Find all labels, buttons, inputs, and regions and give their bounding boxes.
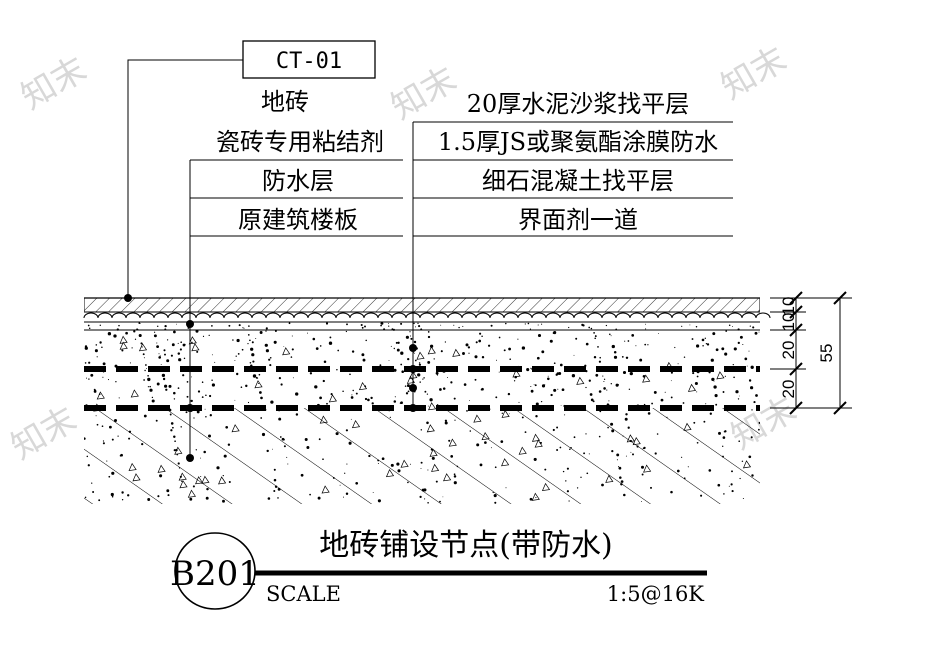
left-layer-label: 瓷砖专用粘结剂 bbox=[216, 128, 384, 156]
material-tag: CT-01 bbox=[124, 40, 376, 302]
dim-tile: 10 bbox=[779, 297, 798, 316]
floor-section bbox=[83, 297, 771, 504]
tag-label: CT-01 bbox=[276, 49, 342, 74]
title-block: B201 地砖铺设节点(带防水) SCALE 1:5@16K bbox=[170, 528, 707, 610]
dimension-chain: 10 10 20 20 55 bbox=[770, 291, 852, 415]
scale-label: SCALE bbox=[266, 582, 341, 606]
dim-layer-b: 20 bbox=[779, 380, 798, 399]
left-layer-label: 原建筑楼板 bbox=[238, 206, 358, 234]
watermark: 知末 bbox=[385, 59, 464, 128]
right-layer-label: 界面剂一道 bbox=[518, 206, 638, 234]
tag-box bbox=[242, 40, 376, 79]
watermark: 知末 bbox=[15, 49, 94, 118]
dim-adhesive: 10 bbox=[779, 313, 798, 332]
watermark: 知末 bbox=[5, 399, 84, 468]
right-layer-label: 1.5厚JS或聚氨酯涂膜防水 bbox=[438, 128, 718, 156]
right-callout: 20厚水泥沙浆找平层 1.5厚JS或聚氨酯涂膜防水 细石混凝土找平层 界面剂一道 bbox=[409, 90, 733, 412]
scale-value: 1:5@16K bbox=[607, 582, 705, 606]
watermark: 知末 bbox=[715, 39, 794, 108]
dim-total: 55 bbox=[817, 344, 836, 363]
adhesive-layer bbox=[83, 312, 771, 319]
tile-layer bbox=[84, 298, 760, 313]
right-layer-label: 细石混凝土找平层 bbox=[482, 167, 674, 195]
left-layer-label: 地砖 bbox=[261, 88, 309, 116]
detail-code: B201 bbox=[170, 554, 260, 594]
right-layer-label: 20厚水泥沙浆找平层 bbox=[467, 90, 690, 118]
slab-layer bbox=[84, 408, 760, 504]
left-callout: 地砖 瓷砖专用粘结剂 防水层 原建筑楼板 bbox=[186, 88, 403, 462]
drawing-title: 地砖铺设节点(带防水) bbox=[319, 528, 612, 563]
dim-layer-a: 20 bbox=[779, 341, 798, 360]
left-layer-label: 防水层 bbox=[262, 167, 334, 195]
